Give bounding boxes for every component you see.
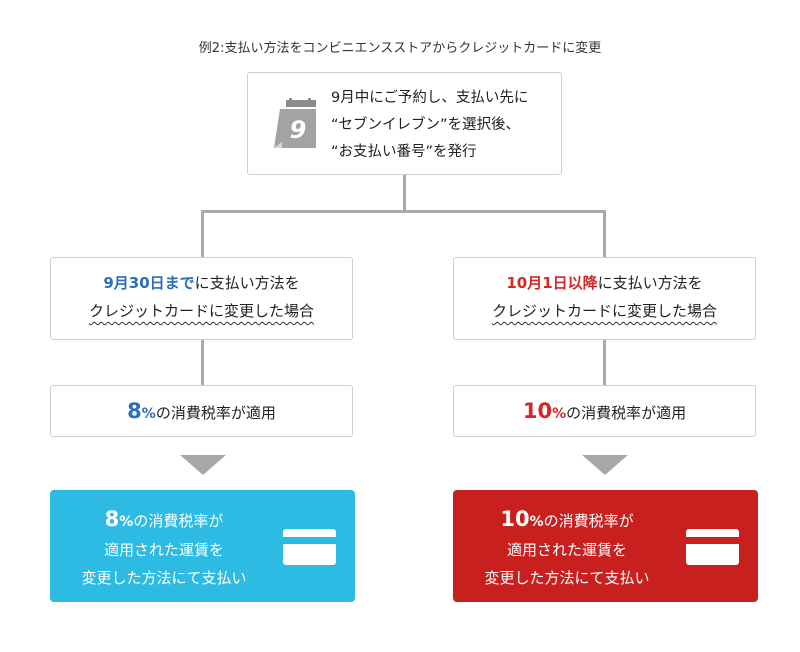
left-rate-percent: % (141, 406, 156, 422)
right-rate-number: 10 (522, 399, 553, 423)
start-line-2: “セブンイレブン”を選択後、 (331, 117, 521, 133)
connector-left-mid (201, 340, 204, 385)
left-result-line2: 適用された運賃を (103, 541, 224, 559)
start-box: 9 9月中にご予約し、支払い先に “セブンイレブン”を選択後、 “お支払い番号”… (247, 72, 562, 175)
connector-left-down (201, 210, 204, 257)
right-result-line1: の消費税率が (543, 512, 634, 530)
right-result-line3: 変更した方法にて支払い (484, 569, 650, 587)
right-result-text: 10%の消費税率が 適用された運賃を 変更した方法にて支払い (453, 505, 681, 592)
start-line-3: “お支払い番号”を発行 (331, 144, 477, 160)
right-condition-line2: クレジットカードに変更した場合 (491, 302, 717, 320)
right-result-percent: % (529, 514, 544, 530)
left-result-percent: % (119, 514, 134, 530)
calendar-icon: 9 (274, 98, 316, 148)
diagram-title: 例2:支払い方法をコンビニエンスストアからクレジットカードに変更 (198, 41, 602, 56)
right-result-box: 10%の消費税率が 適用された運賃を 変更した方法にて支払い (453, 490, 758, 602)
right-condition-box: 10月1日以降に支払い方法を クレジットカードに変更した場合 (453, 257, 756, 340)
connector-right-mid (603, 340, 606, 385)
left-result-number: 8 (104, 507, 120, 531)
start-text: 9月中にご予約し、支払い先に “セブンイレブン”を選択後、 “お支払い番号”を発… (331, 85, 528, 166)
right-condition-highlight: 10月1日以降 (506, 274, 598, 292)
left-down-arrow (180, 455, 226, 475)
right-result-line2: 適用された運賃を (506, 541, 627, 559)
left-result-box: 8%の消費税率が 適用された運賃を 変更した方法にて支払い (50, 490, 355, 602)
calendar-number: 9 (290, 116, 307, 144)
right-rate-percent: % (552, 406, 567, 422)
left-rate-box: 8%の消費税率が適用 (50, 385, 353, 437)
start-line-1: 9月中にご予約し、支払い先に (331, 90, 529, 106)
right-rate-box: 10%の消費税率が適用 (453, 385, 756, 437)
connector-right-down (603, 210, 606, 257)
credit-card-icon (686, 529, 739, 565)
right-result-number: 10 (500, 507, 530, 531)
left-result-line3: 変更した方法にて支払い (81, 569, 247, 587)
left-rate-text: の消費税率が適用 (155, 404, 276, 422)
left-condition-line2: クレジットカードに変更した場合 (88, 302, 314, 320)
credit-card-icon (283, 529, 336, 565)
connector-top-vertical (403, 175, 406, 212)
right-down-arrow (582, 455, 628, 475)
right-rate-text: の消費税率が適用 (566, 404, 687, 422)
left-condition-rest: に支払い方法を (194, 274, 300, 292)
left-result-text: 8%の消費税率が 適用された運賃を 変更した方法にて支払い (50, 505, 278, 592)
left-condition-highlight: 9月30日まで (103, 274, 195, 292)
left-condition-box: 9月30日までに支払い方法を クレジットカードに変更した場合 (50, 257, 353, 340)
left-rate-number: 8 (127, 399, 142, 423)
left-result-line1: の消費税率が (133, 512, 224, 530)
connector-horizontal (201, 210, 606, 213)
right-condition-rest: に支払い方法を (597, 274, 703, 292)
